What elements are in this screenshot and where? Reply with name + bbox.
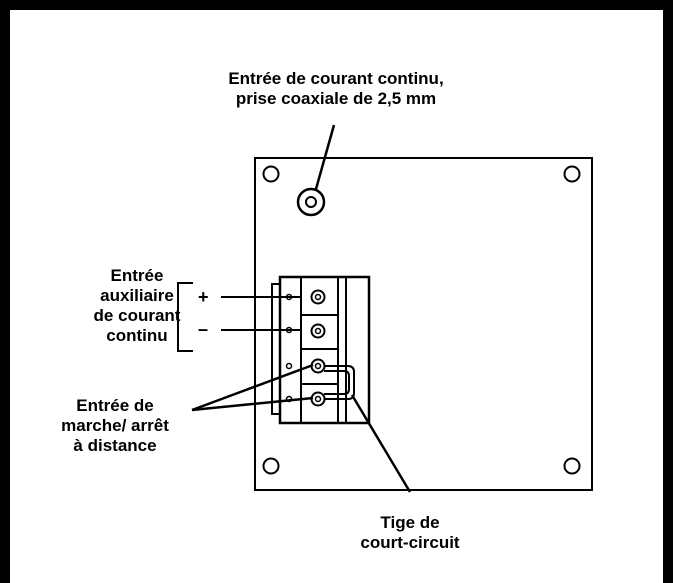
coaxial-jack [296,187,326,217]
remote-onoff-label: Entrée de marche/ arrêt à distance [45,396,185,456]
mounting-hole-top-right [563,165,581,183]
plus-sign: + [198,287,209,307]
remote-onoff-line-2: marche/ arrêt [61,416,169,435]
aux-input-line-4: continu [106,326,168,345]
aux-input-line-3: de courant [93,306,181,325]
remote-arrow-top [191,363,314,412]
mounting-hole-top-left [262,165,280,183]
aux-input-line-2: auxiliaire [100,286,174,305]
remote-arrow-bottom [191,396,314,412]
dc-input-label: Entrée de courant continu, prise coaxial… [186,69,486,109]
dc-input-line-1: Entrée de courant continu, [228,69,444,88]
remote-onoff-line-3: à distance [73,436,157,455]
mounting-hole-bottom-left [262,457,280,475]
aux-input-bracket [177,282,193,352]
mounting-hole-bottom-right [563,457,581,475]
jumper-line-2: court-circuit [360,533,460,552]
aux-input-label: Entrée auxiliaire de courant continu [82,266,192,346]
aux-input-line-1: Entrée [110,266,164,285]
remote-onoff-line-1: Entrée de [76,396,154,415]
shorting-jumper [324,365,355,400]
jumper-leader-line [350,394,412,493]
coax-leader-line [314,124,336,190]
dc-input-line-2: prise coaxiale de 2,5 mm [235,89,437,108]
jumper-line-1: Tige de [380,513,440,532]
jumper-label: Tige de court-circuit [345,513,475,553]
minus-sign: – [198,319,209,339]
